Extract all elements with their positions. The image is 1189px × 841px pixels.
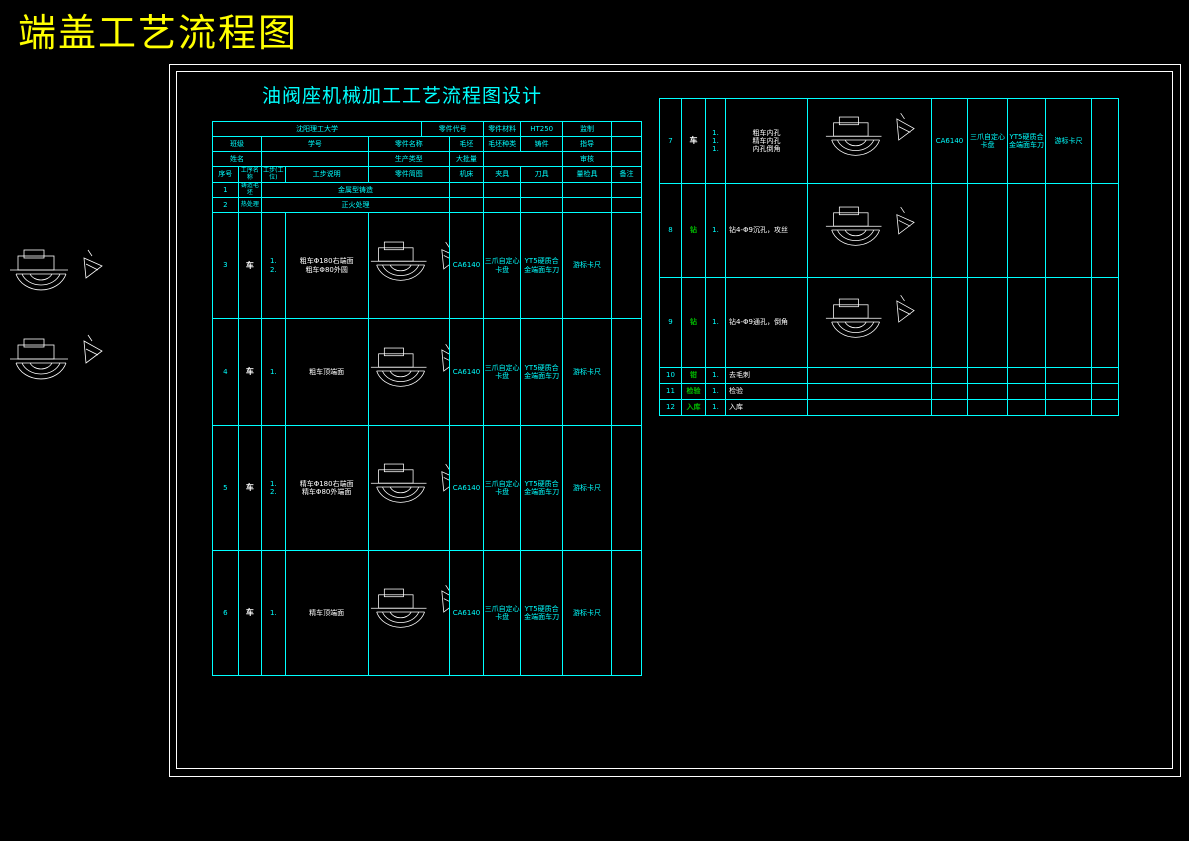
table-row: 8 钻 1. 钻4-Φ9沉孔，攻丝 xyxy=(659,183,1119,278)
table-row: 6 车 1. 精车顶端面 CA6140 三爪自定心卡盘 YT5硬质合金端面车刀 … xyxy=(212,550,642,676)
col-tool: 刀具 xyxy=(520,166,563,183)
col-machine: 机床 xyxy=(448,166,485,183)
material-value: HT250 xyxy=(520,121,563,137)
casting-value: 铸件 xyxy=(520,136,563,152)
part-sketch-icon xyxy=(825,294,915,338)
col-remark: 备注 xyxy=(611,166,642,183)
table-row: 4 车 1. 粗车顶端面 CA6140 三爪自定心卡盘 YT5硬质合金端面车刀 … xyxy=(212,318,642,426)
student-id-label: 学号 xyxy=(261,136,369,152)
part-sketch-icon xyxy=(825,112,915,156)
column-header-row: 序号 工序名称 工步(工位) 工步说明 零件简图 机床 夹具 刀具 量检具 备注 xyxy=(212,166,642,183)
table-row: 1 铸造毛坯 金属型铸造 xyxy=(212,182,642,198)
table-row: 11 检验 1. 检验 xyxy=(659,383,1119,400)
part-sketch-icon xyxy=(370,343,449,387)
col-gauge: 量检具 xyxy=(561,166,613,183)
process-table-left: 沈阳理工大学 零件代号 零件材料 HT250 监制 班级 学号 零件名称 毛坯 … xyxy=(211,121,642,676)
table-row: 7 车 1.1.1. 粗车内孔精车内孔内孔倒角 CA6140 三爪自定心卡盘 Y… xyxy=(659,98,1119,184)
process-table-right: 7 车 1.1.1. 粗车内孔精车内孔内孔倒角 CA6140 三爪自定心卡盘 Y… xyxy=(659,98,1119,416)
part-sketch-icon xyxy=(10,334,103,380)
blank-type: 毛坯种类 xyxy=(483,136,522,152)
part-sketch-icon xyxy=(370,241,449,281)
col-sketch: 零件简图 xyxy=(367,166,450,183)
drawing-frame-inner xyxy=(176,71,1173,769)
table-row: 5 车 1.2. 精车Φ180右端面精车Φ80外端面 CA6140 三爪自定心卡… xyxy=(212,425,642,551)
production-value: 大批量 xyxy=(448,151,485,167)
col-step-no: 工步(工位) xyxy=(261,166,286,183)
part-sketch-icon xyxy=(825,206,915,246)
header-row-1: 沈阳理工大学 零件代号 零件材料 HT250 监制 xyxy=(211,121,642,137)
name-label: 姓名 xyxy=(211,151,263,167)
drawing-frame-outer xyxy=(169,64,1181,777)
table-row: 9 钻 1. 钻4-Φ9通孔，倒角 xyxy=(659,277,1119,368)
class-label: 班级 xyxy=(211,136,263,152)
sheet-title: 油阀座机械加工工艺流程图设计 xyxy=(262,85,543,107)
part-sketch-icon xyxy=(370,463,449,503)
school-name: 沈阳理工大学 xyxy=(211,121,423,137)
part-sketch-icon xyxy=(370,584,449,628)
col-step-desc: 工步说明 xyxy=(284,166,369,183)
part-sketch-icon xyxy=(10,249,103,291)
part-name-label: 零件名称 xyxy=(367,136,450,152)
table-row: 3 车 1.2. 粗车Φ180右端面粗车Φ80外圆 CA6140 三爪自定心卡盘… xyxy=(212,212,642,319)
review-label: 审核 xyxy=(561,151,613,167)
advisor-label: 指导 xyxy=(561,136,613,152)
header-row-2: 班级 学号 零件名称 毛坯 毛坯种类 铸件 指导 xyxy=(211,136,642,152)
table-row: 10 钳 1. 去毛刺 xyxy=(659,367,1119,384)
blank-label: 毛坯 xyxy=(448,136,485,152)
col-process-name: 工序名称 xyxy=(237,166,263,183)
col-no: 序号 xyxy=(212,166,239,183)
sign-label: 监制 xyxy=(561,121,613,137)
drawing-title: 端盖工艺流程图 xyxy=(18,11,299,55)
table-row: 12 入库 1. 入库 xyxy=(659,399,1119,416)
header-row-3: 姓名 生产类型 大批量 审核 xyxy=(211,151,642,167)
material-label: 零件材料 xyxy=(483,121,522,137)
table-row: 2 热处理 正火处理 xyxy=(212,197,642,213)
production-label: 生产类型 xyxy=(367,151,450,167)
col-fixture: 夹具 xyxy=(483,166,522,183)
part-code-label: 零件代号 xyxy=(421,121,485,137)
